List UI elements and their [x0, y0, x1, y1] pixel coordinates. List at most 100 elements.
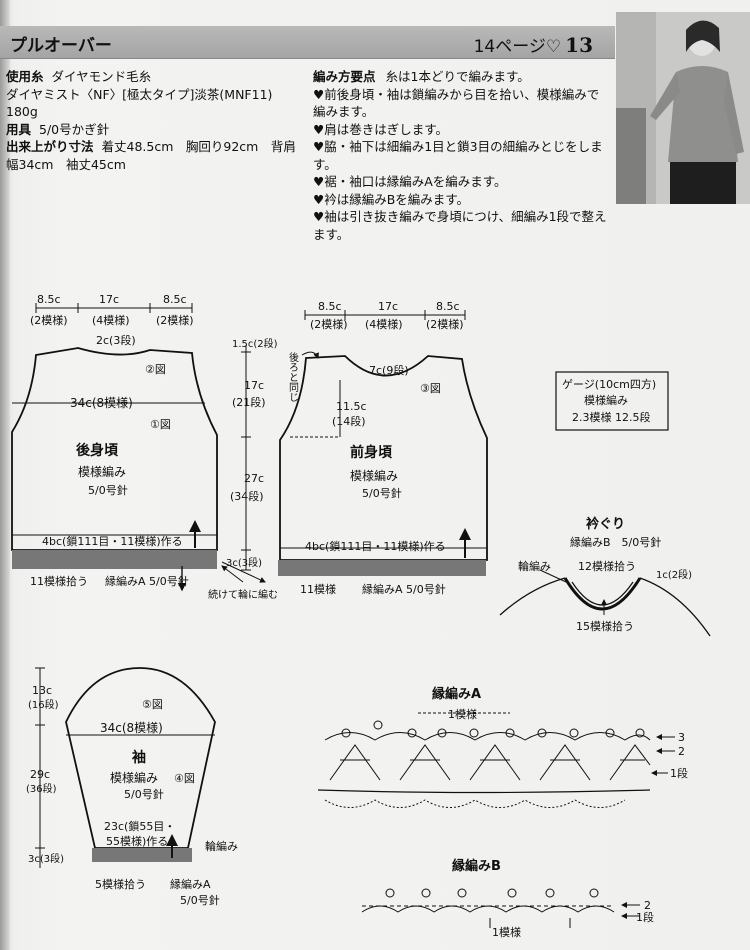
side-dimension-line: [221, 345, 266, 583]
back-dim-right: 8.5c: [163, 293, 187, 306]
hem-dim: 3c(3段): [226, 556, 262, 569]
model-photo-illustration: [616, 12, 750, 204]
back-width-label: 34c(8模様): [70, 396, 133, 410]
sleeve-width-label: 34c(8模様): [100, 721, 163, 735]
front-neck-rows: (14段): [332, 414, 366, 428]
collar-top-pickup: 12模様拾う: [578, 559, 636, 573]
front-body-diagram: [278, 310, 488, 576]
edging-a-row-3: 3: [678, 731, 685, 744]
size-label: 出来上がり寸法: [6, 139, 94, 154]
back-dim-center: 17c: [99, 293, 119, 306]
edging-a-row-2: 2: [678, 745, 685, 758]
sleeve-needle: 5/0号針: [124, 787, 164, 801]
gauge-title: ゲージ(10cm四方): [562, 377, 656, 391]
front-pickup: 11模様: [300, 582, 336, 596]
front-sub-center: (4模様): [365, 317, 403, 331]
instruction-step: ♥衿は縁編みBを編みます。: [313, 191, 470, 207]
back-sub-center: (4模様): [92, 313, 130, 327]
collar-edge-label: 輪編み: [518, 559, 551, 573]
front-sub-left: (2模様): [310, 317, 348, 331]
page-reference: 14ページ♡13: [474, 32, 593, 57]
sleeve-cap-rows: (16段): [28, 698, 59, 711]
sleeve-mark-5: ⑤図: [142, 698, 163, 711]
collar-subtitle: 縁編みB 5/0号針: [570, 535, 661, 549]
front-pattern: 模様編み: [350, 468, 398, 483]
pattern-number: 13: [565, 33, 593, 57]
back-sub-right: (2模様): [156, 313, 194, 327]
model-photo: [616, 12, 750, 204]
sleeve-cuff-dim: 3c(3段): [28, 852, 64, 865]
front-needle: 5/0号針: [362, 486, 402, 500]
back-body-title: 後身頃: [76, 442, 119, 459]
sleeve-edge-a: 縁編みA: [170, 877, 211, 891]
back-pattern: 模様編み: [78, 464, 126, 479]
body-rows: (34段): [230, 489, 264, 503]
page-title: プルオーバー: [10, 36, 112, 56]
instruction-step: ♥裾・袖口は縁編みAを編みます。: [313, 174, 507, 189]
edging-a-chart: [317, 712, 675, 808]
back-mark-1: ①図: [150, 418, 171, 431]
page-ref-text: 14ページ♡: [473, 37, 562, 57]
gauge-box: [555, 371, 669, 431]
instructions-label: 編み方要点: [313, 69, 376, 84]
sleeve-title: 袖: [132, 749, 146, 766]
edging-a-row-1: 1段: [670, 766, 688, 780]
front-neck-depth: 11.5c: [336, 400, 367, 413]
instruction-step: ♥前後身頃・袖は鎖編みから目を拾い、模様編みで編みます。: [313, 86, 600, 120]
tool-value: 5/0号かぎ針: [39, 121, 110, 137]
join-note: 続けて輪に編む: [208, 588, 278, 601]
yarn-label: 使用糸: [6, 69, 44, 84]
sleeve-pickup: 5模様拾う: [95, 877, 146, 891]
sleeve-cap-dim: 13c: [32, 684, 52, 697]
instruction-step: ♥脇・袖下は細編み1目と鎖3目の細編みとじをします。: [313, 139, 603, 172]
yarn-value: ダイヤモンド毛糸: [51, 69, 152, 84]
front-bottom-chain: 4bc(鎖111目・11模様)作る: [305, 539, 446, 553]
armhole-rows: (21段): [232, 395, 266, 409]
front-body-title: 前身頃: [350, 444, 393, 461]
back-body-diagram: [11, 303, 218, 592]
sleeve-mark-4: ④図: [174, 772, 195, 785]
instruction-step: ♥肩は巻きはぎします。: [313, 121, 448, 137]
shoulder-dim: 1.5c(2段): [232, 337, 278, 350]
back-mark-2: ②図: [145, 363, 166, 376]
edging-a-title: 縁編みA: [432, 686, 481, 702]
gauge-value: 2.3模様 12.5段: [572, 410, 650, 424]
front-dim-center: 17c: [378, 300, 398, 313]
sleeve-bottom-chain-2: 55模様)作る: [106, 834, 168, 848]
tool-label: 用具: [6, 121, 32, 137]
title-bar: プルオーバー 14ページ♡13: [0, 26, 615, 59]
back-needle: 5/0号針: [88, 483, 128, 497]
sleeve-edge-label: 輪編み: [205, 839, 238, 853]
front-dim-right: 8.5c: [436, 300, 460, 313]
sleeve-diagram: [35, 667, 216, 868]
edging-b-row-2: 2: [644, 899, 651, 912]
back-dim-left: 8.5c: [37, 293, 61, 306]
materials-section: 使用糸ダイヤモンド毛糸 ダイヤミスト〈NF〉[極太タイプ]淡茶(MNF11) 1…: [6, 68, 306, 173]
back-bottom-chain: 4bc(鎖111目・11模様)作る: [42, 534, 183, 548]
instruction-step: ♥袖は引き抜き編みで身頃につけ、細編み1段で整えます。: [313, 209, 607, 242]
sleeve-length: 29c: [30, 768, 50, 781]
edging-b-title: 縁編みB: [452, 858, 501, 874]
back-pickup: 11模様拾う: [30, 574, 88, 588]
back-neck-label: 2c(3段): [96, 333, 136, 347]
sleeve-bottom-chain: 23c(鎖55目・: [104, 819, 175, 833]
collar-title: 衿ぐり: [586, 516, 625, 532]
edging-a-repeat: 1模様: [448, 707, 477, 721]
collar-bottom-pickup: 15模様拾う: [576, 619, 634, 633]
front-edge: 縁編みA 5/0号針: [362, 582, 446, 596]
instructions-section: 編み方要点糸は1本どりで編みます。 ♥前後身頃・袖は鎖編みから目を拾い、模様編み…: [313, 68, 609, 243]
gauge-pattern: 模様編み: [584, 393, 628, 407]
collar-diagram: [499, 569, 711, 637]
edging-b-chart: [361, 888, 640, 928]
front-dim-left: 8.5c: [318, 300, 342, 313]
front-sub-right: (2模様): [426, 317, 464, 331]
front-mark-3: ③図: [420, 382, 441, 395]
front-same-as-back: 後ろと同じ: [287, 351, 299, 402]
yarn-detail: ダイヤミスト〈NF〉[極太タイプ]淡茶(MNF11) 180g: [6, 86, 273, 120]
body-dim: 27c: [244, 472, 264, 485]
back-edge: 縁編みA 5/0号針: [105, 574, 189, 588]
back-sub-left: (2模様): [30, 313, 68, 327]
collar-width: 1c(2段): [656, 568, 692, 581]
edging-b-repeat: 1模様: [492, 925, 521, 939]
